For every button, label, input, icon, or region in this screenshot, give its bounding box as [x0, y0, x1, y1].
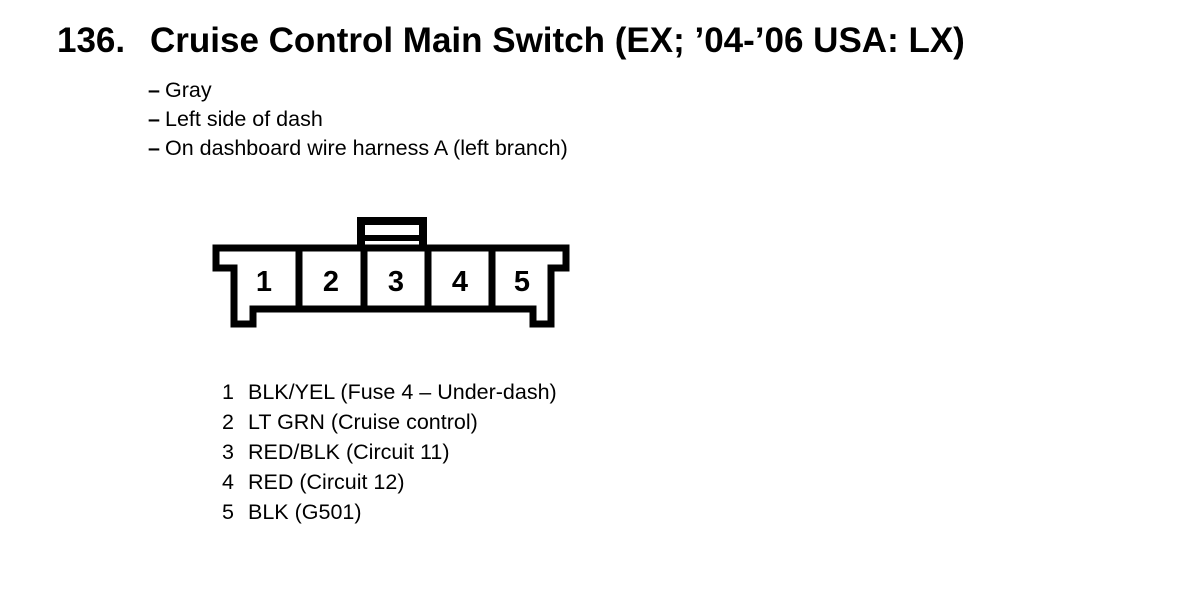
connector-housing — [212, 244, 570, 328]
dash-bullet: – — [148, 136, 160, 160]
pin-description: BLK/YEL (Fuse 4 – Under-dash) — [248, 380, 557, 404]
note-item: – Left side of dash — [148, 105, 568, 134]
pin-description: RED/BLK (Circuit 11) — [248, 440, 450, 464]
pin-cell-label: 1 — [256, 266, 272, 298]
item-number: 136. — [57, 21, 126, 60]
dash-bullet: – — [148, 107, 160, 131]
pin-number: 4 — [222, 470, 234, 494]
pin-cell-label: 4 — [452, 266, 468, 298]
note-item: – On dashboard wire harness A (left bran… — [148, 134, 568, 163]
pin-legend-row: 4 RED (Circuit 12) — [222, 467, 557, 497]
pin-legend-row: 2 LT GRN (Cruise control) — [222, 407, 557, 437]
pin-number: 2 — [222, 410, 234, 434]
pin-cell-label: 2 — [323, 266, 339, 298]
note-item: – Gray — [148, 76, 568, 105]
note-text: Gray — [165, 78, 212, 102]
pin-description: LT GRN (Cruise control) — [248, 410, 478, 434]
pin-number: 1 — [222, 380, 234, 404]
note-text: Left side of dash — [165, 107, 323, 131]
pin-legend: 1 BLK/YEL (Fuse 4 – Under-dash) 2 LT GRN… — [222, 377, 557, 527]
pin-number: 3 — [222, 440, 234, 464]
dash-bullet: – — [148, 78, 160, 102]
page-heading: 136. Cruise Control Main Switch (EX; ’04… — [57, 21, 965, 61]
pin-cell-label: 5 — [514, 266, 530, 298]
note-text: On dashboard wire harness A (left branch… — [165, 136, 568, 160]
pin-cell-label: 3 — [388, 266, 404, 298]
pin-description: BLK (G501) — [248, 500, 362, 524]
pin-number: 5 — [222, 500, 234, 524]
pin-legend-row: 3 RED/BLK (Circuit 11) — [222, 437, 557, 467]
notes-list: – Gray – Left side of dash – On dashboar… — [148, 76, 568, 163]
page-title: Cruise Control Main Switch (EX; ’04-’06 … — [150, 21, 965, 60]
pin-description: RED (Circuit 12) — [248, 470, 405, 494]
connector-diagram: 1 2 3 4 5 — [212, 217, 570, 328]
pin-legend-row: 5 BLK (G501) — [222, 497, 557, 527]
pin-legend-row: 1 BLK/YEL (Fuse 4 – Under-dash) — [222, 377, 557, 407]
